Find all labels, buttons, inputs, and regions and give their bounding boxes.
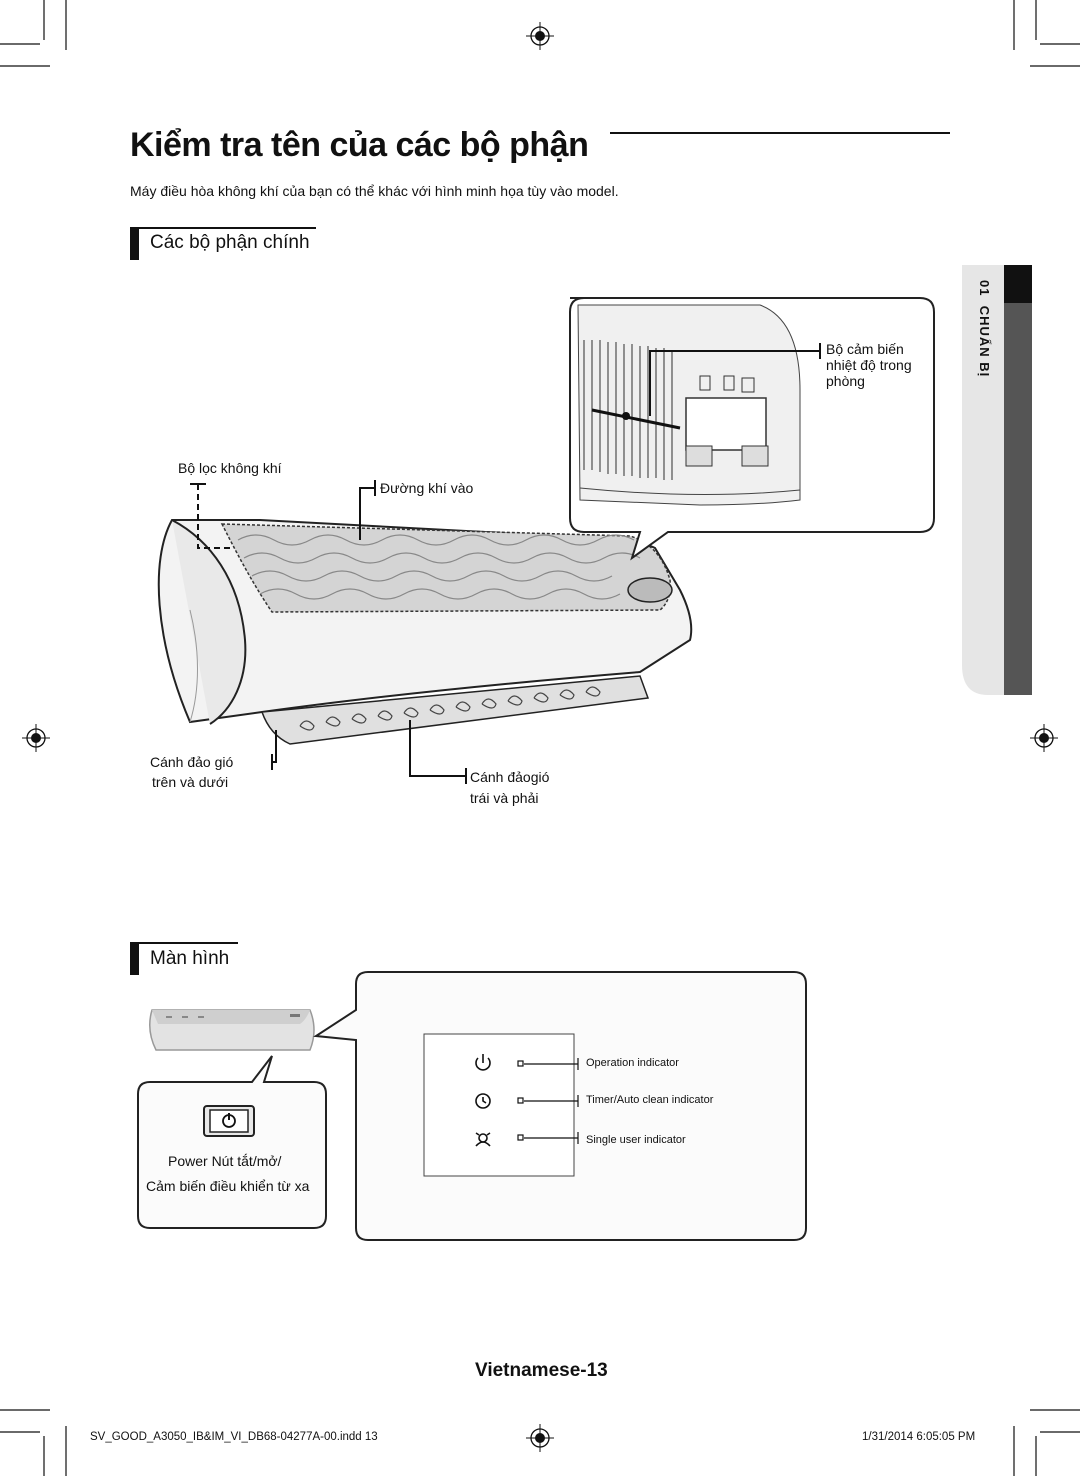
indicator-label-operation: Operation indicator [586, 1057, 679, 1069]
indoor-unit-illustration [157, 297, 935, 784]
page-title: Kiểm tra tên của các bộ phận [130, 126, 589, 164]
section-marker [130, 229, 139, 260]
label-vertical-blade-line1: Cánh đảo gió [150, 754, 234, 770]
power-icon [475, 1054, 491, 1071]
registration-mark-icon [22, 724, 50, 752]
single-user-icon [475, 1132, 491, 1147]
indicator-label-single-user: Single user indicator [586, 1134, 686, 1146]
registration-mark-icon [526, 22, 554, 50]
label-horizontal-blade-line2: trái và phải [470, 790, 539, 806]
section-rule [130, 942, 238, 944]
power-button-icon [203, 1105, 255, 1137]
label-power-line1: Power Nút tắt/mở/ [168, 1153, 282, 1169]
registration-mark-icon [526, 1424, 554, 1452]
indicator-label-timer: Timer/Auto clean indicator [586, 1094, 714, 1106]
label-vertical-blade-line2: trên và dưới [152, 774, 229, 790]
sensor-closeup [577, 304, 801, 506]
label-sensor-line1: Bộ cảm biến [826, 341, 904, 357]
section-title-display: Màn hình [150, 948, 230, 969]
label-air-filter: Bộ lọc không khí [178, 460, 282, 476]
section-title-main-parts: Các bộ phận chính [150, 232, 310, 253]
footer-file-name: SV_GOOD_A3050_IB&IM_VI_DB68-04277A-00.in… [90, 1431, 378, 1443]
page-number: Vietnamese-13 [475, 1360, 608, 1381]
title-rule [610, 132, 950, 134]
timer-icon [475, 1093, 491, 1109]
section-rule [130, 227, 316, 229]
registration-mark-icon [1030, 724, 1058, 752]
label-power-line2: Cảm biến điều khiển từ xa [146, 1178, 310, 1194]
page-subtitle: Máy điều hòa không khí của bạn có thể kh… [130, 183, 619, 199]
label-horizontal-blade-line1: Cánh đảogió [470, 769, 550, 785]
label-air-inlet: Đường khí vào [380, 480, 474, 496]
section-marker [130, 944, 139, 975]
chapter-tab [958, 265, 1032, 695]
label-sensor-line3: phòng [826, 373, 865, 389]
footer-timestamp: 1/31/2014 6:05:05 PM [862, 1431, 976, 1443]
label-sensor-line2: nhiệt độ trong [826, 357, 912, 373]
